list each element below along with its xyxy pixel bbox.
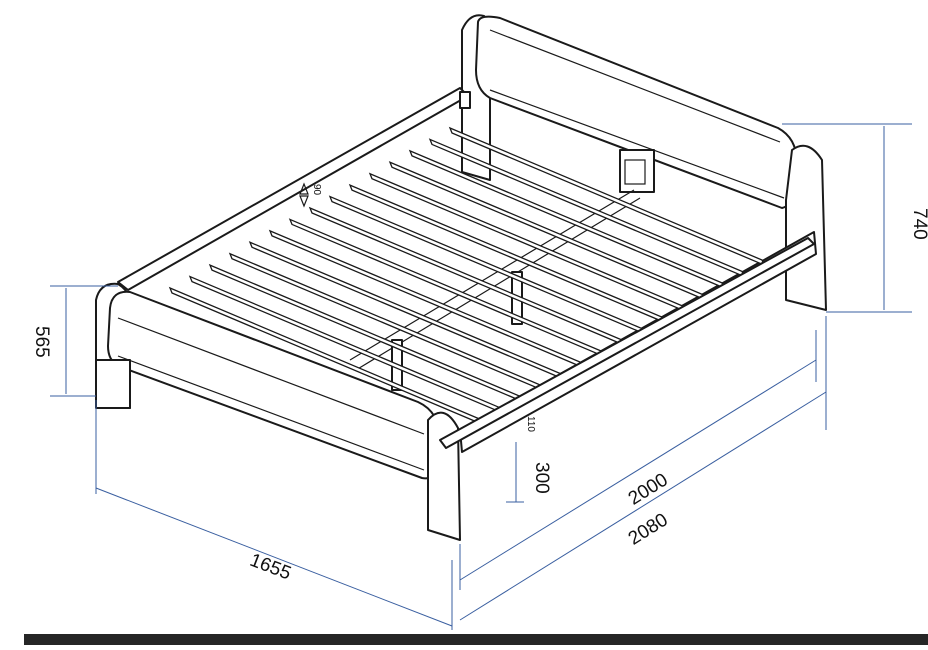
slat xyxy=(368,172,686,312)
dim-slat-spacing-label: 90 xyxy=(311,184,322,196)
slats-group xyxy=(168,126,766,427)
slat xyxy=(308,206,626,347)
dim-headboard-height: 740 xyxy=(782,123,928,313)
dim-footboard-height: 565 xyxy=(31,285,118,397)
dim-clearance: 300 110 xyxy=(506,416,552,503)
slat xyxy=(288,218,606,358)
center-beam xyxy=(349,189,641,371)
bottom-bar xyxy=(24,634,928,645)
dim-slat-spacing: 90 xyxy=(299,182,322,208)
headboard-bracket xyxy=(619,149,655,193)
dim-clearance-label: 300 xyxy=(531,462,552,494)
dim-footboard-height-label: 565 xyxy=(31,326,52,358)
slat xyxy=(408,149,726,290)
slat xyxy=(388,161,706,301)
dim-inner-length-label: 2000 xyxy=(625,469,672,509)
headboard-right-post xyxy=(785,144,827,311)
far-side-rail xyxy=(117,87,469,291)
dim-total-length: 2080 xyxy=(459,316,827,621)
far-rail-post xyxy=(459,91,471,109)
bracket-plate xyxy=(624,159,646,185)
near-side-rail xyxy=(439,237,815,449)
slat xyxy=(348,183,666,324)
slat xyxy=(268,229,586,370)
foot-leg-left xyxy=(95,359,131,409)
footboard-panel-edge xyxy=(117,317,425,471)
slat xyxy=(328,195,646,335)
dim-frame-depth-label: 110 xyxy=(525,416,536,432)
dim-total-length-label: 2080 xyxy=(625,509,672,549)
dim-inner-length: 2000 xyxy=(459,330,817,590)
headboard-panel-edge xyxy=(489,29,785,199)
dim-width-label: 1655 xyxy=(247,550,294,585)
dim-headboard-height-label: 740 xyxy=(909,208,928,240)
